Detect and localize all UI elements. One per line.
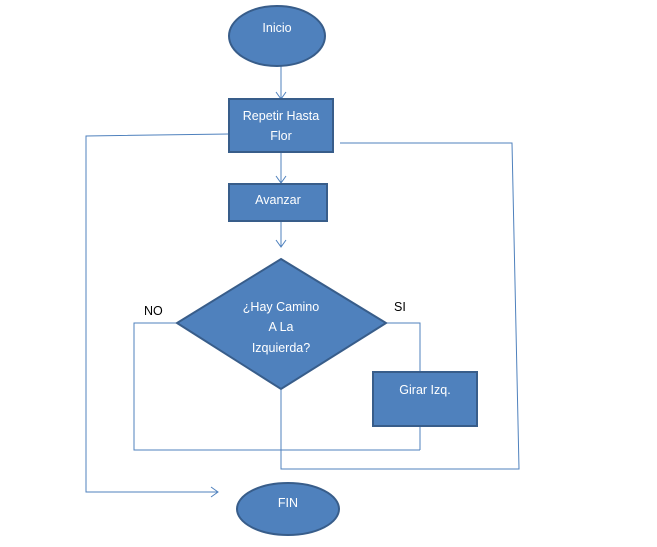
decision-label-line2: A La (268, 320, 293, 334)
start-node: Inicio (228, 5, 326, 67)
turn-left-node: Girar Izq. (372, 371, 478, 427)
loop-node: Repetir Hasta Flor (228, 98, 334, 153)
turn-left-label: Girar Izq. (399, 383, 450, 397)
decision-label-line3: Izquierda? (252, 341, 310, 355)
loop-label-line1: Repetir Hasta (243, 109, 319, 123)
connector-loop-exit-to-end (85, 133, 230, 493)
end-node: FIN (236, 482, 340, 536)
advance-node: Avanzar (228, 183, 328, 222)
edge-label-no: NO (144, 304, 163, 318)
arrowhead-decision (275, 239, 287, 248)
connectors (85, 66, 520, 498)
start-ellipse (228, 5, 326, 67)
connector-loop-back (280, 142, 520, 470)
decision-label-line1: ¿Hay Camino (243, 300, 319, 314)
decision-diamond (175, 257, 388, 391)
arrowhead-end (210, 486, 219, 498)
end-ellipse (236, 482, 340, 536)
advance-label: Avanzar (255, 193, 301, 207)
advance-box (228, 183, 328, 222)
start-label: Inicio (262, 21, 291, 35)
edge-label-yes: SI (394, 300, 406, 314)
loop-box (228, 98, 334, 153)
connector-decision-yes-branch (386, 322, 421, 372)
turn-left-box (372, 371, 478, 427)
connector-decision-no-branch (133, 322, 420, 451)
decision-node: ¿Hay Camino A La Izquierda? (175, 257, 388, 391)
loop-label-line2: Flor (270, 129, 292, 143)
end-label: FIN (278, 496, 298, 510)
